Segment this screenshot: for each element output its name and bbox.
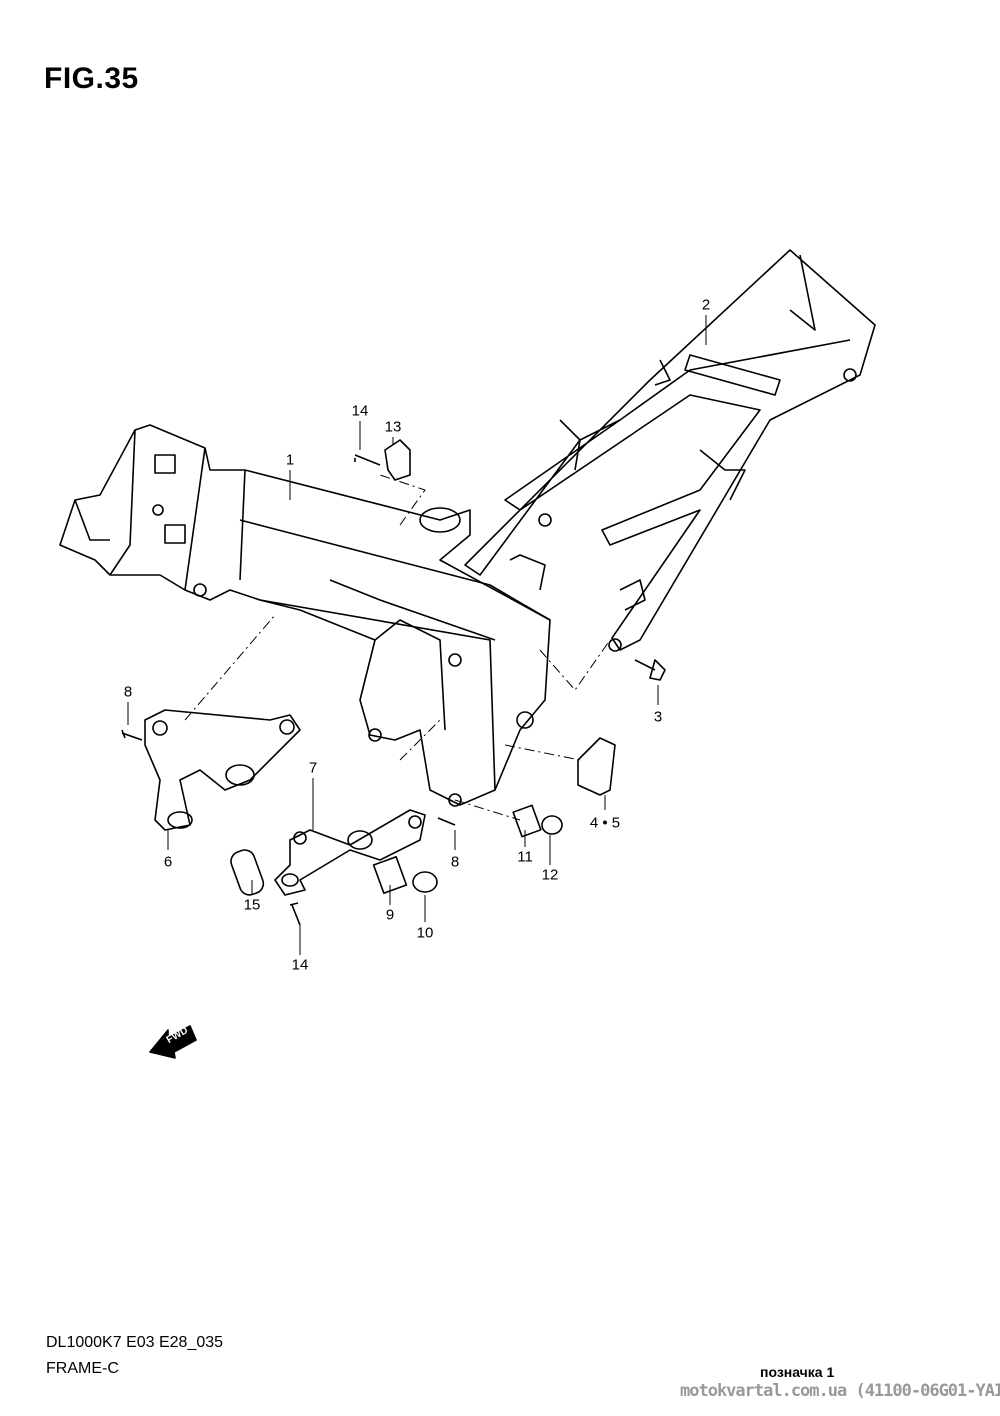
rear-subframe-part (464, 249, 876, 652)
callout-9: 9 (385, 906, 395, 924)
figure-title: FIG.35 (44, 62, 139, 95)
nut-part-12 (541, 815, 563, 835)
leader-lines (127, 315, 707, 955)
callout-10: 10 (416, 924, 434, 942)
main-frame-part (59, 424, 551, 807)
mark-label: позначка 1 (760, 1364, 835, 1380)
bolt-part-14-top (354, 454, 381, 466)
bolt-part-8a (121, 729, 143, 741)
callout-1: 1 (285, 451, 295, 469)
callout-8-left: 8 (123, 683, 133, 701)
pad-part-4-5 (577, 737, 616, 796)
callout-4-5: 4 • 5 (589, 814, 621, 832)
bolt-part-3 (634, 659, 666, 681)
callout-12: 12 (541, 866, 559, 884)
callout-14-top: 14 (351, 402, 369, 420)
callout-15: 15 (243, 896, 261, 914)
dash-dot-lines (184, 474, 611, 821)
callout-6: 6 (163, 853, 173, 871)
model-code: DL1000K7 E03 E28_035 (46, 1334, 224, 1351)
bracket-part-7 (274, 809, 426, 896)
callout-14-bottom: 14 (291, 956, 309, 974)
callout-11: 11 (517, 848, 533, 866)
spring-part-11 (512, 804, 542, 838)
bolt-part-13 (384, 439, 411, 481)
site-watermark: motokvartal.com.ua (41100-06G01-YAI (680, 1381, 1000, 1401)
callout-2: 2 (701, 296, 711, 314)
callout-7: 7 (308, 759, 318, 777)
fwd-arrow-icon (149, 1025, 197, 1059)
bolt-part-8b (437, 817, 456, 826)
spacer-part-15 (230, 849, 265, 896)
bracket-part-6 (144, 709, 301, 831)
callout-3: 3 (653, 708, 663, 726)
callout-8-right: 8 (450, 853, 460, 871)
spring-part-9 (372, 856, 408, 894)
bolt-part-14-bottom (289, 902, 301, 926)
frame-name: FRAME-C (46, 1360, 119, 1377)
nut-part-10 (412, 871, 438, 893)
callout-13: 13 (384, 418, 402, 436)
